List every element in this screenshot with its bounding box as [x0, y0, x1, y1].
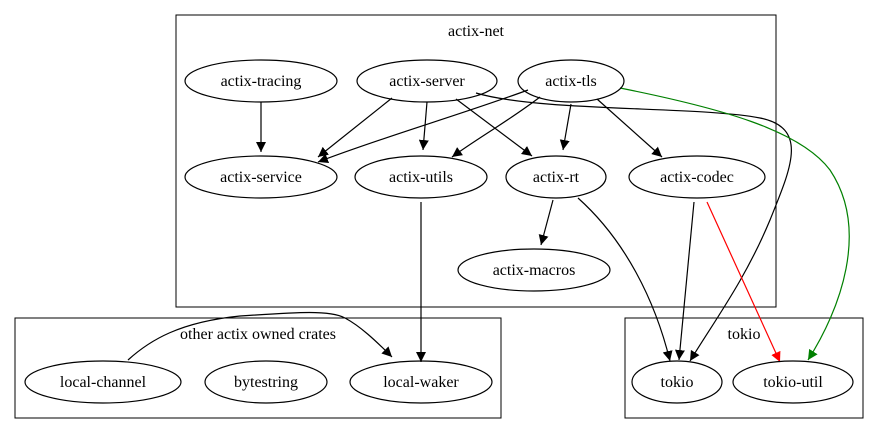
cluster-label-other: other actix owned crates [180, 326, 336, 343]
cluster-tokio: tokio [624, 317, 864, 419]
node-actix-tracing: actix-tracing [184, 59, 338, 103]
cluster-other-actix-owned-crates: other actix owned crates [14, 317, 502, 419]
edge-actix-codec-tokio-util [706, 201, 781, 363]
node-tokio: tokio [631, 360, 723, 404]
edge-actix-codec-tokio [674, 201, 695, 361]
svg-text:tokio: tokio [661, 374, 694, 391]
edge-actix-tls-actix-rt [559, 103, 572, 151]
edge-actix-tls-actix-codec [596, 98, 663, 158]
cluster-label-actix-net: actix-net [448, 23, 505, 40]
edge-actix-server-actix-utils [418, 101, 429, 151]
svg-text:actix-tls: actix-tls [545, 73, 597, 90]
svg-text:actix-server: actix-server [389, 73, 465, 90]
node-local-waker: local-waker [349, 360, 493, 404]
node-tokio-util: tokio-util [732, 360, 854, 404]
node-local-channel: local-channel [24, 360, 182, 404]
edge-local-channel-local-waker [127, 311, 393, 361]
node-actix-tls: actix-tls [517, 59, 625, 103]
edge-actix-tls-actix-service [317, 89, 529, 164]
node-actix-service: actix-service [184, 155, 338, 199]
svg-text:actix-utils: actix-utils [389, 169, 453, 186]
svg-text:tokio-util: tokio-util [763, 374, 823, 391]
node-actix-rt: actix-rt [505, 155, 607, 199]
svg-text:local-channel: local-channel [60, 374, 147, 391]
node-actix-macros: actix-macros [457, 248, 611, 292]
node-actix-server: actix-server [356, 59, 498, 103]
svg-text:actix-tracing: actix-tracing [221, 73, 302, 90]
edge-actix-server-tokio [475, 92, 792, 362]
edge-actix-server-actix-service [317, 97, 393, 158]
edge-actix-rt-tokio [577, 197, 673, 362]
node-actix-codec: actix-codec [628, 155, 766, 199]
svg-text:actix-service: actix-service [220, 169, 302, 186]
edge-actix-rt-actix-macros [538, 199, 554, 246]
edge-actix-tls-tokio-util [619, 87, 850, 361]
cluster-actix-net: actix-net [175, 14, 777, 308]
svg-text:bytestring: bytestring [234, 374, 298, 391]
svg-text:actix-macros: actix-macros [493, 262, 576, 279]
svg-text:local-waker: local-waker [383, 374, 459, 391]
edge-actix-server-actix-rt [455, 98, 533, 157]
cluster-label-tokio: tokio [728, 326, 761, 343]
node-bytestring: bytestring [204, 360, 328, 404]
edge-actix-tls-actix-utils [451, 96, 541, 158]
edges [127, 87, 850, 363]
svg-text:actix-rt: actix-rt [533, 169, 580, 186]
svg-text:actix-codec: actix-codec [660, 169, 734, 186]
node-actix-utils: actix-utils [354, 155, 488, 199]
